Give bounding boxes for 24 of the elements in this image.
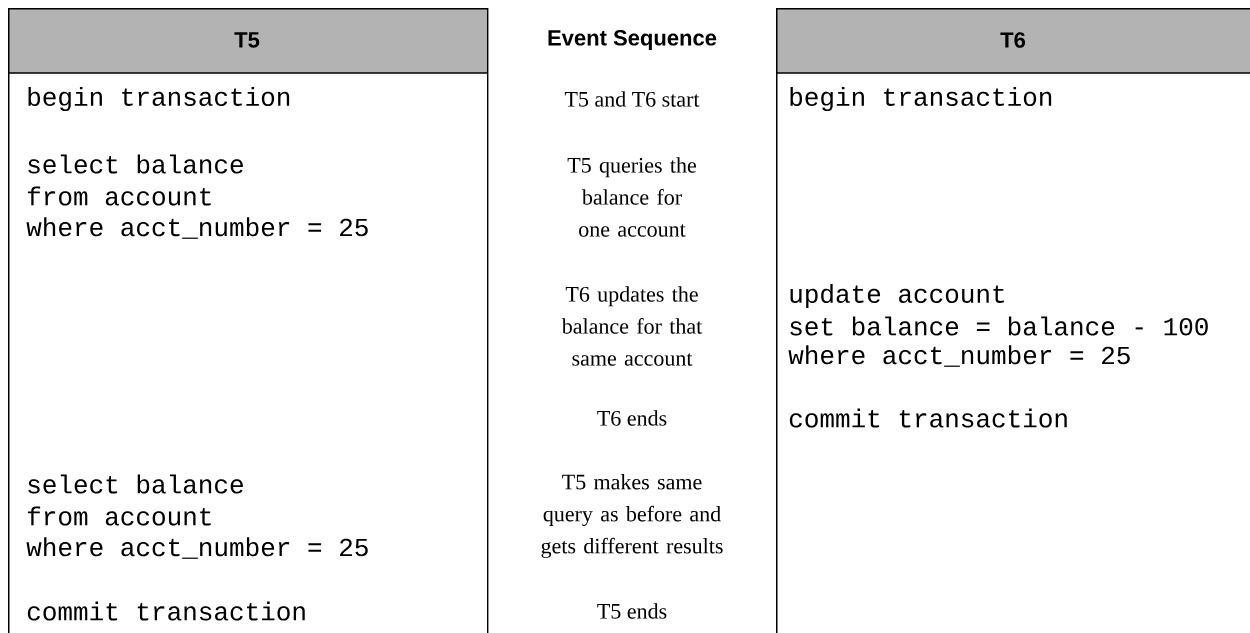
code-line: commit transaction [27,601,305,621]
code-line: select balance [28,474,243,494]
code-line: select balance [28,154,243,174]
column-box [775,8,1250,633]
event-text: T6 updates the balance for that same account [561,286,703,366]
code-line: where acct_number = 25 [26,217,368,239]
event-text: T5 makes same query as before and gets different results [541,474,723,558]
column-header: Event Sequence [548,30,717,50]
event-text: T5 and T6 start [564,91,700,107]
code-line: where acct_number = 25 [26,537,368,559]
event-text: T5 queries the balance for one account [567,157,696,237]
code-line: from account [27,186,211,206]
code-line: where acct_number = 25 [788,345,1130,367]
event-text: T6 ends [597,410,667,426]
column-header: T6 [1000,32,1026,48]
column-box [7,8,489,633]
code-line: begin transaction [790,86,1052,112]
code-line: from account [27,506,211,526]
code-line: set balance = balance - 100 [790,316,1208,336]
event-text: T5 ends [597,603,667,619]
code-line: begin transaction [28,86,290,112]
column-header: T5 [234,32,260,48]
code-line: update account [790,283,1004,309]
code-line: commit transaction [789,408,1067,428]
